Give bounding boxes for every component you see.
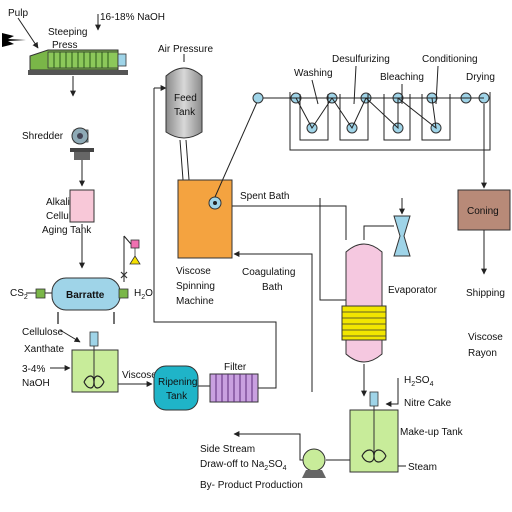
- treatment-baths: [289, 92, 491, 151]
- ripening-tank: [153, 365, 199, 411]
- naoh-strong-label: 16-18% NaOH: [100, 12, 165, 23]
- yarn-rollers: [252, 92, 490, 134]
- viscose-rayon-label-1: Viscose: [468, 332, 503, 343]
- feed-tank-label-2: Tank: [174, 107, 196, 118]
- makeup-tank: [349, 391, 399, 473]
- ripening-label-2: Tank: [166, 391, 188, 402]
- evaporator-side-line: [319, 198, 346, 301]
- evaporator-label: Evaporator: [388, 285, 438, 296]
- air-pressure-label: Air Pressure: [158, 44, 213, 55]
- coning-label: Coning: [467, 206, 499, 217]
- steeping-press-label-2: Press: [52, 40, 78, 51]
- filter-label: Filter: [224, 362, 247, 373]
- viscose-flow-label: Viscose: [122, 370, 157, 381]
- spinning-machine-label-2: Spinning: [176, 281, 215, 292]
- nitre-cake-label: Nitre Cake: [404, 398, 452, 409]
- steam-label: Steam: [408, 462, 437, 473]
- spent-bath-line: [232, 205, 347, 240]
- filter-to-feed-line: [153, 88, 277, 389]
- xanthate-feed-line: [59, 329, 81, 343]
- coning-box: [457, 189, 511, 231]
- drying-label: Drying: [466, 72, 495, 83]
- cs2-valve: [35, 288, 46, 299]
- shredder-label: Shredder: [22, 131, 64, 142]
- viscose-rayon-label-2: Rayon: [468, 348, 497, 359]
- conditioning-label: Conditioning: [422, 54, 478, 65]
- coagulating-label-2: Bath: [262, 282, 283, 293]
- makeup-tank-label: Make-up Tank: [400, 427, 464, 438]
- coagulating-return-line: [233, 251, 313, 392]
- side-stream-line: [233, 431, 303, 461]
- side-stream-label-2: Draw-off to Na2SO4: [200, 459, 287, 472]
- water-valve: [118, 288, 129, 299]
- ripening-label-1: Ripening: [158, 377, 197, 388]
- vapor-line: [363, 225, 394, 240]
- desulfurizing-label: Desulfurizing: [332, 54, 390, 65]
- spinning-machine-label-1: Viscose: [176, 266, 211, 277]
- cellulose-xanthate-label-1: Cellulose: [22, 327, 64, 338]
- steeping-press-label-1: Steeping: [48, 27, 87, 38]
- alkali-aging-tank: [69, 189, 95, 223]
- h2o-label: H2O: [134, 288, 153, 301]
- naoh-weak-label-1: 3-4%: [22, 364, 45, 375]
- feed-tank: [165, 67, 203, 139]
- cellulose-xanthate-label-2: Xanthate: [24, 344, 64, 355]
- shipping-label: Shipping: [466, 288, 505, 299]
- barratte-label: Barratte: [66, 290, 105, 301]
- pulp-input-arrow: [2, 33, 26, 47]
- side-stream-label-1: Side Stream: [200, 444, 255, 455]
- alkali-label-3: Aging Tank: [42, 225, 92, 236]
- bleaching-label: Bleaching: [380, 72, 424, 83]
- circulation-pump: [302, 448, 326, 478]
- steeping-press: [28, 49, 128, 75]
- spinning-machine: [177, 179, 233, 259]
- shredder: [70, 127, 94, 160]
- spinning-machine-label-3: Machine: [176, 296, 214, 307]
- pulp-label: Pulp: [8, 8, 28, 19]
- makeup-chemical-feed: [385, 378, 399, 407]
- alkali-label-2: Cellulose: [46, 211, 88, 222]
- indicator-flask: [120, 235, 141, 282]
- barratte: [51, 277, 121, 324]
- filter: [209, 373, 259, 403]
- feed-tank-label-1: Feed: [174, 93, 197, 104]
- xanthate-mixing-tank: [71, 331, 119, 393]
- pulp-feed-line: [17, 17, 39, 49]
- h2so4-label: H2SO4: [404, 375, 434, 388]
- yarn-path-baths: [295, 97, 437, 130]
- spent-bath-label: Spent Bath: [240, 191, 289, 202]
- alkali-label-1: Alkali: [46, 197, 70, 208]
- evaporator: [341, 243, 387, 363]
- coagulating-label-1: Coagulating: [242, 267, 295, 278]
- washing-label: Washing: [294, 68, 333, 79]
- side-stream-label-3: By- Product Production: [200, 480, 303, 491]
- naoh-weak-label-2: NaOH: [22, 378, 50, 389]
- evaporator-nozzle: [393, 215, 411, 257]
- yarn-to-washing-line: [214, 99, 259, 198]
- chemical-feed-lines: [311, 65, 439, 105]
- cs2-label: CS2: [10, 288, 28, 301]
